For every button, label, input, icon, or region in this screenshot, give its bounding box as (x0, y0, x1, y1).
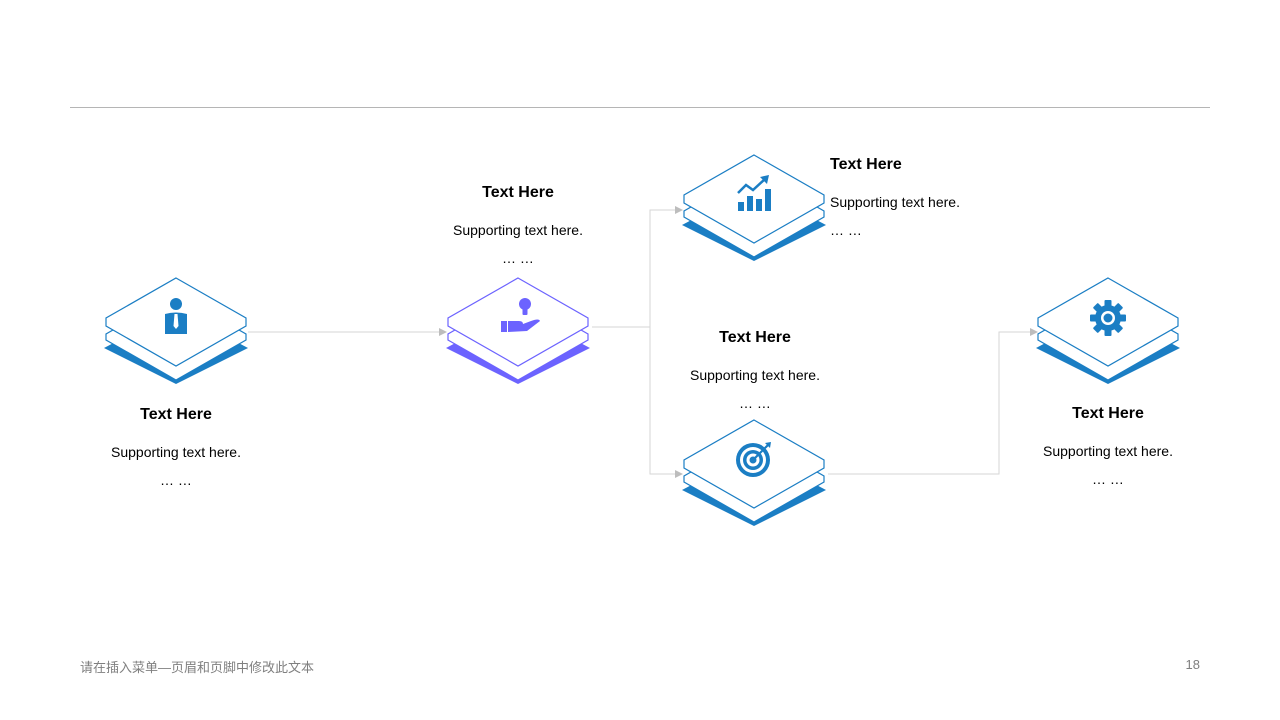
hand-lightbulb-icon (501, 298, 540, 332)
node-hand-lightbulb (443, 276, 593, 386)
node-support-text: Supporting text here. (111, 444, 241, 460)
node-support-text: Supporting text here. (453, 222, 583, 238)
label-node-3: Text Here Supporting text here. … … (830, 155, 1050, 239)
footer-text: 请在插入菜单—页眉和页脚中修改此文本 (80, 660, 315, 675)
label-node-1: Text Here Supporting text here. … … (66, 405, 286, 489)
node-target (679, 418, 829, 528)
node-title: Text Here (482, 184, 554, 201)
node-title: Text Here (140, 406, 212, 423)
connector-n2-n3 (592, 206, 683, 328)
node-title: Text Here (1072, 405, 1144, 422)
node-ellipsis: … … (160, 472, 192, 488)
target-icon (736, 442, 771, 477)
node-title: Text Here (719, 329, 791, 346)
connector-n4-n5 (828, 328, 1038, 475)
node-gear (1033, 276, 1183, 386)
node-title: Text Here (830, 156, 902, 173)
page-number: 18 (1185, 657, 1200, 672)
growth-chart-icon (737, 175, 771, 211)
node-ellipsis: … … (739, 395, 771, 411)
node-support-text: Supporting text here. (830, 194, 960, 210)
label-node-2: Text Here Supporting text here. … … (408, 183, 628, 267)
businessman-icon (165, 298, 187, 334)
connector-n2-n4 (649, 327, 683, 478)
node-ellipsis: … … (1092, 471, 1124, 487)
node-support-text: Supporting text here. (690, 367, 820, 383)
node-ellipsis: … … (502, 250, 534, 266)
node-businessman (101, 276, 251, 386)
gear-icon (1090, 300, 1126, 336)
node-support-text: Supporting text here. (1043, 443, 1173, 459)
top-divider (70, 107, 1210, 108)
node-ellipsis: … … (830, 222, 862, 238)
label-node-4: Text Here Supporting text here. … … (645, 328, 865, 412)
label-node-5: Text Here Supporting text here. … … (998, 404, 1218, 488)
node-growth-chart (679, 153, 829, 263)
